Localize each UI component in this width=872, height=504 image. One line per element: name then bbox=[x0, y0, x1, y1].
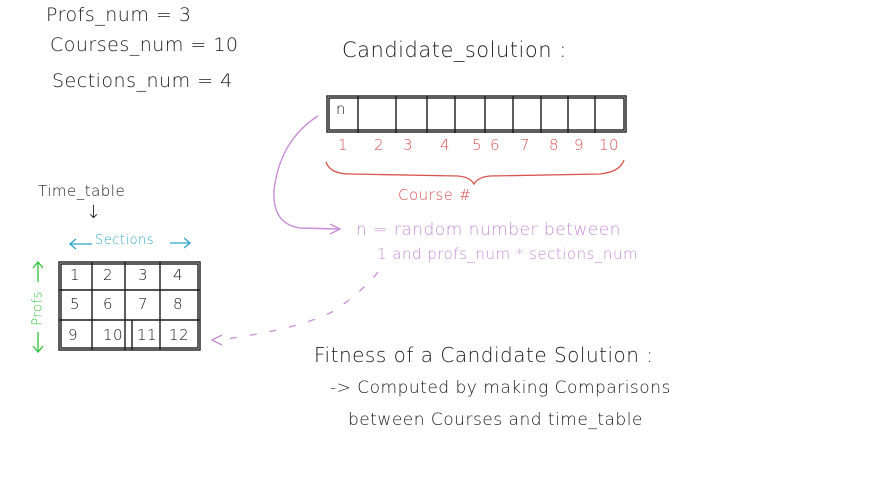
timetable-cell: 1 bbox=[69, 266, 81, 284]
sections-arrow bbox=[68, 237, 192, 250]
down-arrow-icon: ↓ bbox=[86, 202, 102, 223]
profs-num-text: Profs_num = 3 bbox=[46, 4, 192, 26]
timetable-cell: 4 bbox=[172, 266, 184, 284]
timetable-cell: 2 bbox=[102, 266, 114, 284]
timetable-cell: 9 bbox=[67, 326, 79, 344]
dashed-link bbox=[217, 271, 379, 341]
index-label: 5 bbox=[472, 136, 483, 154]
timetable-cell: 3 bbox=[137, 266, 149, 284]
courses-num-text: Courses_num = 10 bbox=[50, 34, 239, 56]
index-label: 7 bbox=[520, 136, 531, 154]
index-label: 2 bbox=[374, 136, 385, 154]
profs-label: Profs bbox=[30, 291, 46, 326]
profs-arrow bbox=[32, 260, 44, 354]
timetable-cell: 8 bbox=[172, 295, 184, 313]
index-label: 10 bbox=[599, 136, 620, 154]
random-definition-line2: 1 and profs_num * sections_num bbox=[377, 245, 639, 263]
candidate-array bbox=[326, 95, 627, 133]
sections-label: Sections bbox=[95, 233, 155, 248]
timetable-cell: 11 bbox=[136, 326, 158, 344]
random-definition-line1: n = random number between bbox=[356, 220, 621, 240]
index-label: 8 bbox=[549, 136, 560, 154]
index-label: 4 bbox=[440, 136, 451, 154]
sections-num-text: Sections_num = 4 bbox=[52, 70, 233, 92]
index-label: 6 bbox=[490, 136, 501, 154]
index-label: 1 bbox=[338, 136, 349, 154]
fitness-line3: between Courses and time_table bbox=[348, 410, 643, 430]
index-label: 9 bbox=[574, 136, 585, 154]
candidate-solution-title: Candidate_solution : bbox=[342, 38, 567, 62]
timetable-cell: 7 bbox=[137, 295, 149, 313]
timetable-cell: 12 bbox=[168, 326, 190, 344]
timetable-title: Time_table bbox=[38, 182, 126, 200]
random-arrow bbox=[273, 115, 339, 230]
index-label: 3 bbox=[403, 136, 414, 154]
fitness-title: Fitness of a Candidate Solution : bbox=[314, 343, 654, 367]
timetable-grid bbox=[58, 261, 201, 351]
timetable-cell: 6 bbox=[102, 295, 114, 313]
course-brace bbox=[325, 159, 625, 186]
course-number-label: Course # bbox=[398, 186, 472, 204]
timetable-cell: 5 bbox=[69, 295, 81, 313]
fitness-line2: -> Computed by making Comparisons bbox=[330, 378, 671, 398]
timetable-cell: 10 bbox=[102, 326, 124, 344]
first-cell-label: n bbox=[336, 100, 347, 118]
